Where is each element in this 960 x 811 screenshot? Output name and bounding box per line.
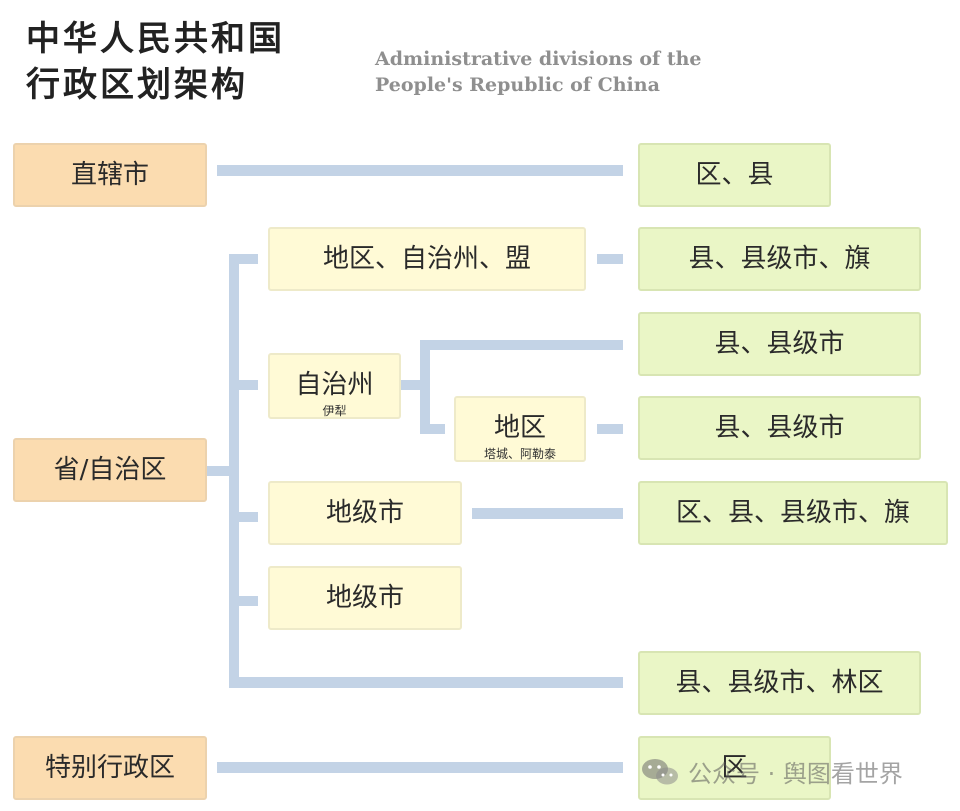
label-right-7: 区: [721, 753, 748, 783]
label-province: 省/自治区: [53, 455, 167, 485]
label-right-1: 区、县: [695, 160, 774, 190]
sublabel-autonomous-pref: 伊犁: [322, 404, 347, 418]
box-right-6: 县、县级市、林区: [638, 651, 921, 715]
title-en-line2: People's Republic of China: [375, 74, 660, 96]
connector-auto-pref-trunk: [420, 340, 430, 434]
connector-auto-pref-stub: [401, 380, 422, 390]
box-right-5: 区、县、县级市、旗: [638, 481, 948, 545]
connector-prefecture: [597, 424, 623, 434]
title-cn-line2: 行政区划架构: [26, 65, 248, 105]
connector-province-stub: [207, 466, 230, 476]
connector-municipality: [217, 165, 623, 176]
box-pref-city-1: 地级市: [268, 481, 462, 545]
box-municipality: 直辖市: [13, 143, 207, 207]
box-prefecture-league: 地区、自治州、盟: [268, 227, 586, 291]
label-prefecture: 地区: [493, 413, 546, 443]
title-cn-line1: 中华人民共和国: [26, 19, 285, 59]
connector-branch-1: [229, 254, 258, 264]
connector-branch-4: [229, 596, 258, 606]
connector-branch-5: [229, 677, 623, 688]
box-right-4: 县、县级市: [638, 396, 921, 460]
box-sar: 特别行政区: [13, 736, 207, 800]
box-province: 省/自治区: [13, 438, 207, 502]
label-right-6: 县、县级市、林区: [675, 668, 884, 698]
page-title: 中华人民共和国 行政区划架构: [26, 16, 346, 108]
box-prefecture: 地区 塔城、阿勒泰: [454, 396, 586, 462]
label-prefecture-league: 地区、自治州、盟: [322, 244, 531, 274]
connector-sar: [217, 762, 623, 773]
box-right-2: 县、县级市、旗: [638, 227, 921, 291]
connector-branch-2: [229, 380, 258, 390]
label-pref-city-2: 地级市: [325, 583, 404, 613]
label-right-3: 县、县级市: [714, 329, 845, 359]
watermark-text: 公众号 · 舆图看世界: [688, 760, 903, 788]
watermark: 公众号 · 舆图看世界: [640, 754, 903, 789]
title-en-line1: Administrative divisions of the: [375, 48, 702, 70]
connector-pref-league: [597, 254, 623, 264]
connector-auto-pref-upper: [420, 340, 623, 350]
sublabel-prefecture: 塔城、阿勒泰: [483, 447, 556, 461]
box-pref-city-2: 地级市: [268, 566, 462, 630]
connector-branch-3: [229, 512, 258, 522]
label-right-4: 县、县级市: [714, 413, 845, 443]
label-right-2: 县、县级市、旗: [688, 244, 871, 274]
label-right-5: 区、县、县级市、旗: [675, 498, 910, 528]
box-right-1: 区、县: [638, 143, 831, 207]
label-municipality: 直辖市: [70, 160, 149, 190]
label-autonomous-pref: 自治州: [295, 370, 374, 400]
page-subtitle: Administrative divisions of the People's…: [375, 46, 702, 98]
connector-pref-city: [472, 508, 623, 519]
connector-auto-pref-lower: [420, 424, 445, 434]
box-right-3: 县、县级市: [638, 312, 921, 376]
label-pref-city-1: 地级市: [325, 498, 404, 528]
label-sar: 特别行政区: [44, 753, 175, 783]
box-autonomous-pref: 自治州 伊犁: [268, 353, 401, 419]
connector-province-trunk: [229, 254, 239, 687]
wechat-icon: [642, 758, 678, 784]
